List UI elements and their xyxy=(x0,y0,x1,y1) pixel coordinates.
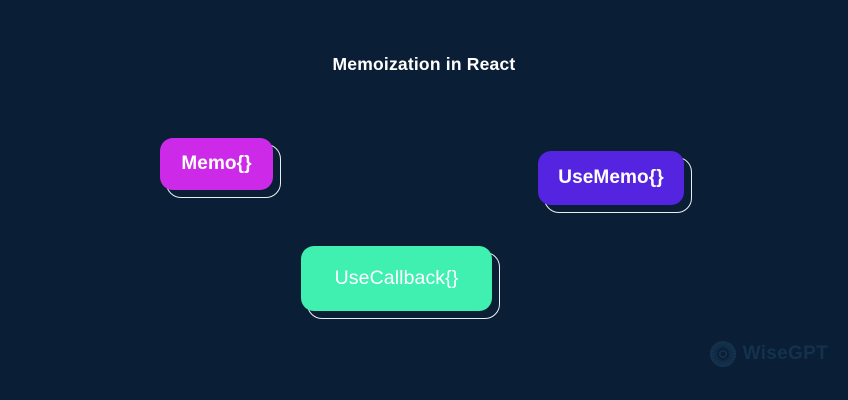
node-label-usecallback: UseCallback{} xyxy=(334,267,459,289)
watermark: WiseGPT xyxy=(709,340,828,368)
node-label-memo: Memo{} xyxy=(181,153,252,174)
node-fill: Memo{} xyxy=(160,138,273,190)
watermark-text: WiseGPT xyxy=(742,343,828,364)
page-title: Memoization in React xyxy=(332,54,516,74)
concept-node-usecallback[interactable]: UseCallback{} xyxy=(301,246,500,319)
node-label-usememo: UseMemo{} xyxy=(558,167,664,188)
starburst-icon xyxy=(709,340,736,368)
concept-node-usememo[interactable]: UseMemo{} xyxy=(538,151,692,213)
concept-node-memo[interactable]: Memo{} xyxy=(160,138,281,198)
node-fill: UseCallback{} xyxy=(301,246,492,311)
node-fill: UseMemo{} xyxy=(538,151,684,205)
